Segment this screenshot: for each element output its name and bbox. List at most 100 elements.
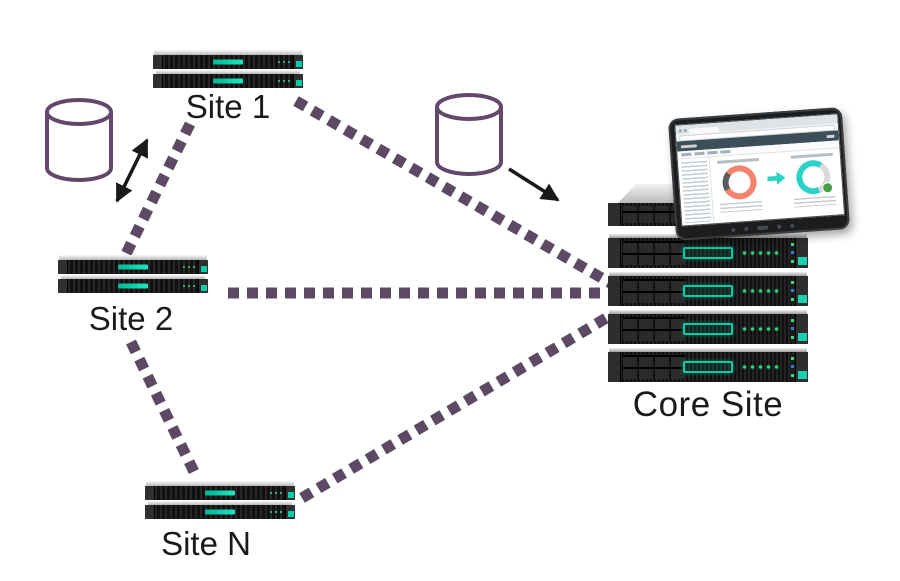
rack-ear (198, 279, 208, 293)
server-front-panel (608, 276, 808, 306)
status-leds (183, 285, 195, 287)
server-top-bezel (61, 275, 205, 279)
status-leds (278, 80, 290, 82)
savings-badge (821, 181, 834, 194)
server-front-panel (153, 74, 303, 88)
led-strip (790, 240, 795, 266)
double-headed-arrow-icon (115, 138, 149, 203)
asset-tag (798, 371, 807, 379)
drive-bays (623, 206, 685, 223)
server-front-panel (145, 486, 295, 500)
dashboard-panel (710, 148, 844, 223)
server-unit (58, 275, 208, 294)
column-title (716, 157, 760, 164)
window-dot (683, 128, 687, 133)
drive-bays (623, 241, 685, 265)
rack-ear (608, 314, 621, 344)
status-leds (270, 511, 282, 513)
donut-hole (727, 170, 752, 194)
drive-bays (623, 355, 685, 379)
server-front-panel (608, 238, 808, 268)
asset-tag (288, 511, 294, 517)
server-unit (145, 481, 295, 500)
database-cylinder-icon-left (45, 98, 113, 182)
rack-ear (285, 486, 295, 500)
server-top-bezel (146, 481, 294, 486)
site-n-server-icon (145, 481, 295, 521)
drive-bays (623, 279, 685, 303)
connector-site1-core (293, 96, 615, 289)
asset-tag (288, 492, 294, 498)
server-front-panel (608, 314, 808, 344)
led-strip (790, 316, 795, 342)
rack-ear (608, 276, 621, 306)
rack-ear (145, 486, 155, 500)
hpe-logo-bar (205, 509, 235, 515)
core-server-unit (608, 234, 808, 270)
rack-ear (153, 74, 163, 88)
tablet-button (731, 227, 736, 233)
hpe-logo-bar (213, 59, 243, 65)
toolbar-item (720, 150, 731, 154)
site-2-server-icon (58, 255, 208, 295)
status-leds (743, 289, 778, 293)
core-server-unit (608, 310, 808, 346)
asset-tag (798, 295, 807, 303)
server-front-panel (145, 505, 295, 519)
rack-ear (285, 505, 295, 519)
rack-ear (293, 55, 303, 69)
status-leds (743, 365, 778, 369)
rack-ear (795, 314, 808, 344)
rack-ear (58, 279, 68, 293)
status-leds (743, 251, 778, 255)
server-top-bezel (148, 501, 292, 505)
hpe-logo-bar (118, 264, 148, 270)
status-leds (183, 266, 195, 268)
tablet-buttons (731, 223, 795, 233)
asset-tag (296, 80, 302, 86)
toolbar-item (681, 152, 692, 157)
server-unit (58, 255, 208, 274)
toolbar-item (694, 152, 705, 156)
rack-ear (795, 276, 808, 306)
led-strip (790, 278, 795, 304)
asset-tag (798, 333, 807, 341)
rack-ear (145, 505, 155, 519)
server-front-panel (153, 55, 303, 69)
led-strip (790, 354, 795, 380)
tablet-dashboard-icon (667, 107, 851, 241)
server-top-bezel (609, 272, 807, 276)
site-1-label: Site 1 (185, 88, 271, 125)
drive-bays (623, 317, 685, 341)
server-front-panel (58, 260, 208, 274)
tablet-button (744, 226, 749, 232)
tablet-button (790, 223, 795, 228)
server-unit (153, 50, 303, 69)
hpe-logo-outline (683, 323, 733, 335)
tablet-button (777, 224, 782, 229)
database-cylinder-icon-center (435, 93, 503, 176)
server-top-bezel (156, 70, 300, 74)
rack-ear (293, 74, 303, 88)
hpe-logo-outline (683, 247, 733, 259)
status-leds (743, 327, 778, 331)
asset-tag (296, 61, 302, 67)
chart-legend (793, 195, 837, 208)
transition-arrow-icon (767, 171, 786, 185)
connector-site2-siten (126, 339, 202, 481)
dashboard-body (677, 148, 844, 226)
rack-ear (58, 260, 68, 274)
hpe-logo-outline (683, 285, 733, 297)
rack-ear (608, 238, 621, 268)
site-n-label: Site N (161, 525, 251, 562)
asset-tag (201, 266, 207, 272)
savings-donut-chart (795, 158, 834, 195)
server-top-bezel (154, 50, 302, 55)
core-site-label: Core Site (632, 385, 784, 424)
site-2-label: Site 2 (88, 300, 174, 337)
status-leds (270, 492, 282, 494)
server-unit (153, 70, 303, 89)
navigation-tree (677, 157, 715, 226)
